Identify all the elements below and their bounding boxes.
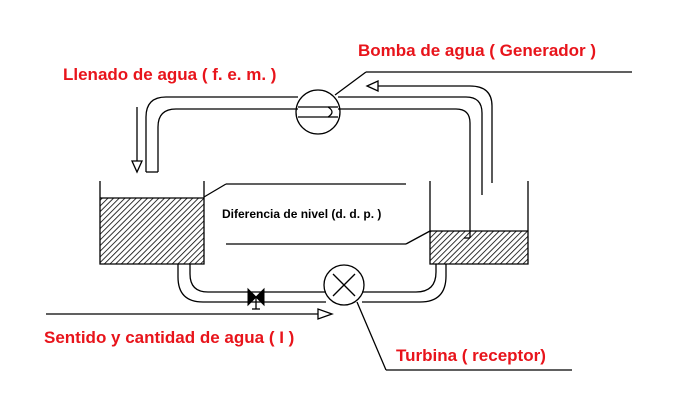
fill-arrow [130, 107, 144, 174]
return-arrow [365, 79, 493, 183]
filling-label: Llenado de agua ( f. e. m. ) [63, 65, 276, 84]
pump-label: Bomba de agua ( Generador ) [358, 41, 596, 60]
level-difference-label: Diferencia de nivel (d. d. p. ) [222, 207, 381, 221]
right-tank [429, 181, 529, 265]
bottom-pipe [177, 264, 447, 303]
water-pump [295, 89, 341, 135]
right-tank-water [430, 231, 528, 264]
fill-arrow-head [130, 160, 144, 174]
flow-arrow-head [317, 308, 334, 320]
flow-arrow [46, 308, 334, 320]
turbine-label: Turbina ( receptor) [396, 346, 546, 365]
left-tank-water [100, 198, 204, 264]
return-arrow-head [365, 79, 379, 93]
turbine [323, 264, 365, 306]
top-return-pipe [145, 96, 483, 239]
leader-lines [334, 71, 632, 371]
left-tank [99, 181, 205, 265]
level-lines [203, 183, 431, 245]
flow-label: Sentido y cantidad de agua ( I ) [44, 328, 294, 347]
valve [247, 287, 265, 310]
